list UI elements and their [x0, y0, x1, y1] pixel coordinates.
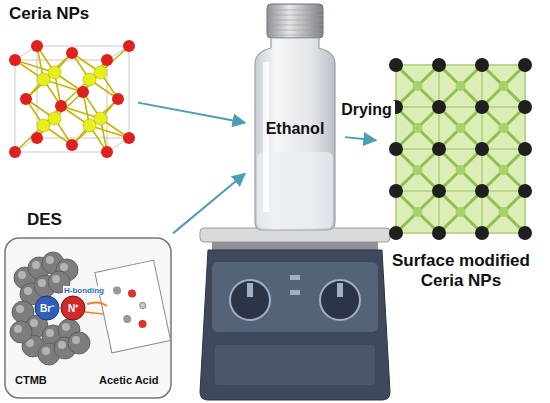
bottle-node: Ethanol — [245, 2, 345, 232]
crystal-node: Ceria NPs — [3, 2, 138, 174]
molecule-label: CTMB — [15, 374, 47, 386]
node-title: Ceria NPs — [9, 4, 89, 24]
ion-label: Br⁻ — [40, 301, 54, 315]
bond-label: H-bonding — [63, 286, 105, 295]
node-illustration — [3, 208, 173, 400]
ion-label: N⁺ — [68, 301, 78, 315]
node-title: DES — [27, 210, 62, 230]
node-title: Surface modified Ceria NPs — [376, 251, 546, 290]
node-illustration — [3, 2, 138, 174]
molecule-label: Acetic Acid — [99, 374, 159, 386]
product-node: Surface modified Ceria NPs — [376, 55, 546, 299]
flow-arrow — [138, 103, 245, 123]
flow-arrow — [173, 174, 245, 234]
edge-label: Drying — [338, 101, 395, 119]
des-node: DES Br⁻ N⁺ H-bondingCTMB Acetic Acid — [3, 208, 173, 400]
flow-arrow — [345, 137, 376, 140]
node-title: Ethanol — [245, 120, 345, 138]
node-illustration — [245, 2, 345, 232]
